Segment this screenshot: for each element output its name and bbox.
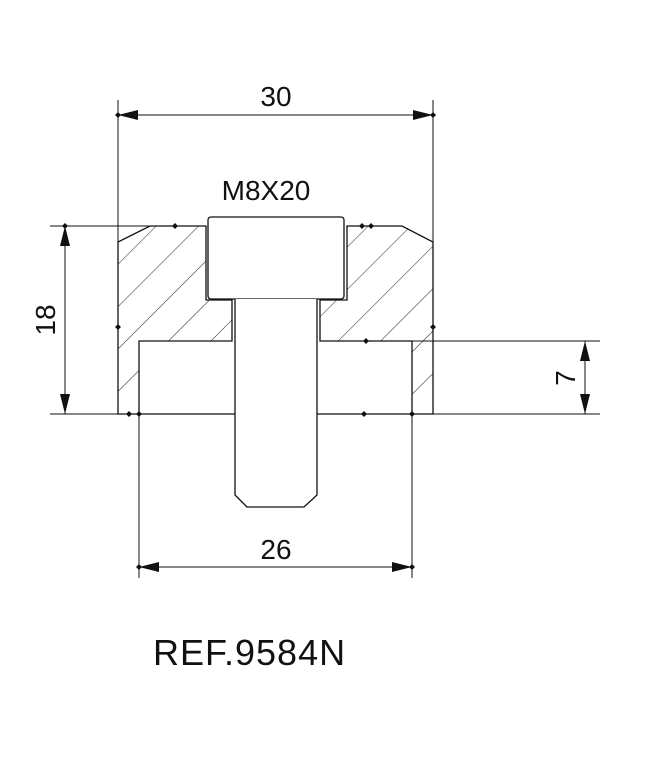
dimension-overall-width: 30 [260, 81, 291, 112]
bolt-head [207, 216, 345, 300]
reference-points [62, 112, 436, 570]
bolt [207, 216, 345, 508]
part-section [117, 225, 434, 415]
bolt-shank [234, 299, 318, 508]
dimension-recess-depth: 7 [550, 370, 581, 386]
dimension-arrows [60, 110, 590, 572]
hatched-right-section [319, 225, 434, 415]
dimension-lines [50, 100, 600, 578]
dimension-recess-width: 26 [260, 534, 291, 565]
dimension-overall-height: 18 [30, 304, 61, 335]
bolt-label: M8X20 [222, 175, 311, 206]
reference-number: REF.9584N [153, 632, 346, 673]
